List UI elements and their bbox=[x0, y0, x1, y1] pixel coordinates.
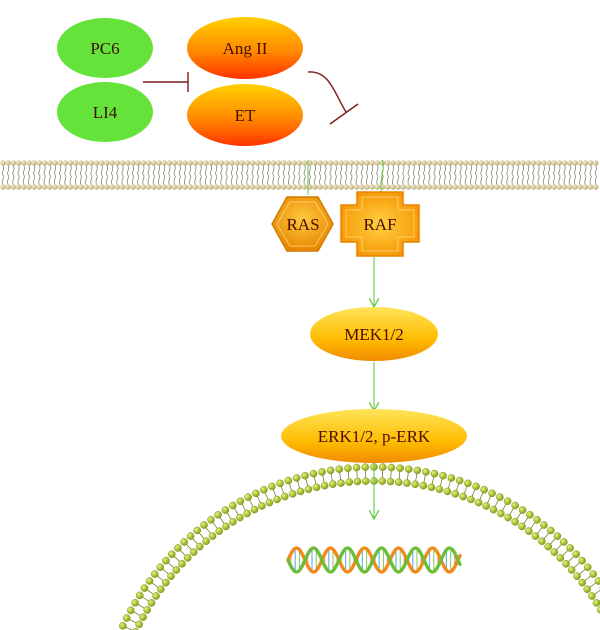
svg-text:ERK1/2, p-ERK: ERK1/2, p-ERK bbox=[318, 427, 431, 446]
li4-node: LI4 bbox=[57, 82, 153, 142]
svg-text:LI4: LI4 bbox=[93, 103, 118, 122]
pc6-node: PC6 bbox=[57, 18, 153, 78]
svg-text:MEK1/2: MEK1/2 bbox=[344, 325, 404, 344]
inhibition-line-receptor bbox=[307, 71, 347, 113]
plasma-membrane bbox=[0, 160, 599, 190]
svg-text:Ang II: Ang II bbox=[223, 39, 268, 58]
mek-node: MEK1/2 bbox=[310, 307, 438, 361]
svg-text:PC6: PC6 bbox=[90, 39, 119, 58]
svg-text:RAF: RAF bbox=[363, 215, 396, 234]
nuclear-membrane bbox=[118, 463, 600, 630]
svg-text:RAS: RAS bbox=[286, 215, 319, 234]
dna-icon bbox=[286, 546, 462, 574]
erk-node: ERK1/2, p-ERK bbox=[281, 409, 467, 463]
ras-node: RAS bbox=[271, 196, 334, 252]
inhibition-bar-receptor bbox=[329, 103, 359, 125]
et-node: ET bbox=[187, 84, 303, 146]
ang2-node: Ang II bbox=[187, 17, 303, 79]
raf-node: RAF bbox=[340, 191, 420, 257]
svg-text:ET: ET bbox=[235, 106, 256, 125]
